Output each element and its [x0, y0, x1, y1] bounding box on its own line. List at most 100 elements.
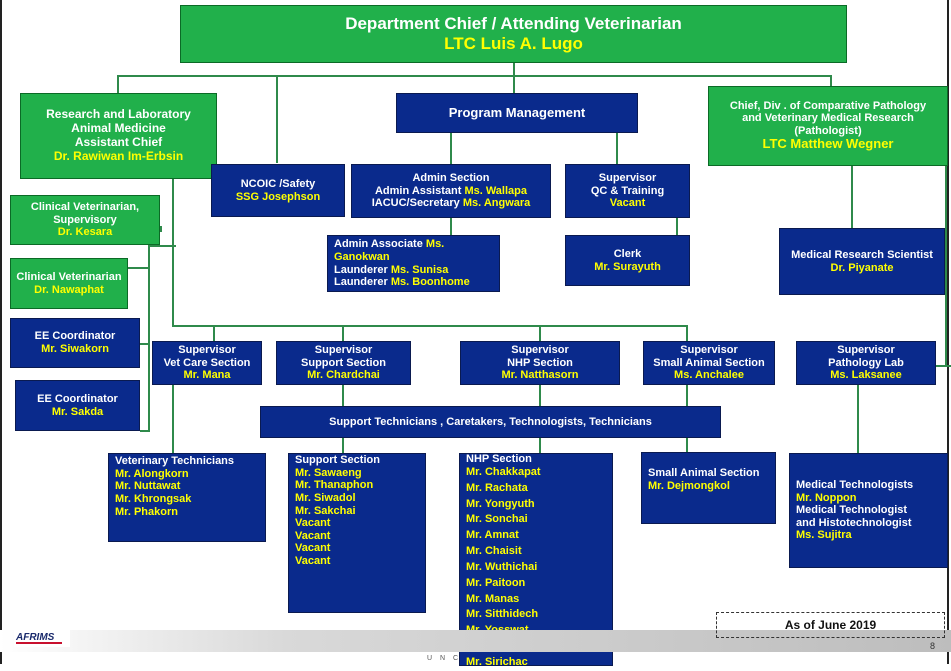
med-tech-name: Mr. Noppon	[796, 491, 857, 504]
connector	[686, 325, 688, 341]
connector	[857, 384, 859, 454]
classification-watermark: U N C	[427, 655, 462, 662]
connector	[450, 132, 452, 164]
admin-assistant-label: Admin Assistant	[374, 184, 462, 197]
connector	[539, 437, 541, 454]
supervisor-support-box: Supervisor Support Section Mr. Chardchai	[276, 341, 411, 385]
med-tech-name: Ms. Sujitra	[796, 529, 852, 542]
as-of-date: As of June 2019	[716, 612, 945, 638]
connector	[342, 437, 344, 454]
connector	[830, 75, 832, 93]
ncoic-title: NCOIC /Safety	[240, 177, 316, 190]
connector	[117, 75, 831, 77]
veterinary-technicians-box: Veterinary Technicians Mr. Alongkorn Mr.…	[108, 453, 266, 542]
connector	[945, 93, 947, 367]
clin-vet-name: Dr. Nawaphat	[34, 283, 104, 296]
connector	[342, 384, 344, 406]
nhp-member-name: Mr. Paitoon	[466, 576, 526, 589]
mrs-name: Dr. Piyanate	[830, 261, 894, 274]
connector	[513, 75, 515, 93]
connector	[513, 62, 515, 76]
vet-techs-title: Veterinary Technicians	[115, 455, 235, 467]
ee1-title: EE Coordinator	[34, 330, 116, 343]
clinical-vet-box: Clinical Veterinarian Dr. Nawaphat	[10, 258, 128, 309]
clerk-name: Mr. Surayuth	[594, 260, 661, 273]
support-member-name: Vacant	[295, 555, 331, 568]
ee1-name: Mr. Siwakorn	[41, 343, 109, 355]
admin-section-row: Admin Assistant Ms. Wallapa	[375, 185, 527, 198]
clin-sup-line: Clinical Veterinarian,	[30, 201, 140, 214]
pathology-title-line: and Veterinary Medical Research	[742, 112, 914, 125]
admin-section-title: Admin Section	[412, 172, 490, 185]
pathology-title-line: (Pathologist)	[794, 124, 862, 137]
sup-vet-sub: Vet Care Section	[163, 356, 251, 369]
nhp-member-name: Mr. Manas	[466, 592, 520, 605]
support-member-name: Mr. Thanaphon	[295, 479, 374, 492]
supervisor-pathology-box: Supervisor Pathology Lab Ms. Laksanee	[796, 341, 936, 385]
med-tech-line: and Histotechnologist	[796, 516, 912, 529]
small-section-title: Small Animal Section	[648, 467, 760, 479]
sup-nhp-name: Mr. Natthasorn	[501, 369, 579, 382]
connector	[117, 75, 119, 93]
nhp-section-title: NHP Section	[466, 453, 532, 465]
support-section-title: Support Section	[295, 454, 380, 466]
qc-name: Vacant	[609, 197, 646, 210]
research-title-line: Research and Laboratory	[46, 107, 191, 122]
ee2-name: Mr. Sakda	[51, 405, 104, 418]
support-member-name: Vacant	[295, 542, 331, 555]
connector	[539, 325, 541, 341]
support-member-name: Mr. Sakchai	[295, 504, 356, 517]
connector	[172, 178, 174, 326]
connector	[276, 75, 278, 163]
medical-technologists-box: Medical Technologists Mr. Noppon Medical…	[789, 453, 948, 568]
page-number: 8	[930, 641, 936, 651]
vet-tech-name: Mr. Khrongsak	[115, 492, 192, 505]
connector	[342, 325, 344, 341]
launderer-row: Launderer Ms. Sunisa	[334, 264, 448, 277]
program-management-title: Program Management	[448, 104, 586, 120]
department-chief-name: LTC Luis A. Lugo	[444, 34, 583, 53]
admin-assistant-name: Ms. Wallapa	[464, 184, 527, 197]
sup-nhp-title: Supervisor	[511, 344, 569, 357]
vet-tech-name: Mr. Nuttawat	[115, 480, 181, 493]
footer-bar	[0, 630, 951, 652]
research-title-line: Animal Medicine	[71, 121, 166, 136]
launderer-name: Ms. Sunisa	[390, 263, 449, 276]
connector	[148, 245, 150, 431]
connector	[936, 365, 951, 367]
nhp-member-name: Mr. Amnat	[466, 529, 519, 542]
launderer-row: Launderer Ms. Boonhome	[334, 276, 470, 289]
sup-small-sub: Small Animal Section	[653, 356, 765, 369]
ee-coordinator-box: EE Coordinator Mr. Sakda	[15, 380, 140, 431]
connector	[676, 217, 678, 235]
admin-associate-box: Admin Associate Ms. Ganokwan Launderer M…	[327, 235, 500, 292]
program-management-box: Program Management	[396, 93, 638, 133]
department-chief-title: Department Chief / Attending Veterinaria…	[345, 14, 682, 34]
small-section-name: Mr. Dejmongkol	[648, 479, 730, 492]
launderer-label: Launderer	[334, 276, 388, 289]
iacuc-name: Ms. Angwara	[462, 197, 531, 210]
nhp-member-name: Mr. Chaisit	[466, 545, 522, 558]
supervisor-small-animal-box: Supervisor Small Animal Section Ms. Anch…	[643, 341, 775, 385]
afrims-logo: AFRIMS	[14, 629, 70, 647]
sup-support-title: Supervisor	[314, 344, 373, 357]
mrs-title: Medical Research Scientist	[791, 248, 933, 261]
qc-training-box: Supervisor QC & Training Vacant	[565, 164, 690, 218]
nhp-member-name: Mr. Rachata	[466, 481, 528, 494]
connector	[450, 217, 452, 235]
ee-coordinator-box: EE Coordinator Mr. Siwakorn	[10, 318, 140, 368]
connector	[128, 267, 150, 269]
research-name: Dr. Rawiwan Im-Erbsin	[53, 148, 184, 163]
sup-small-title: Supervisor	[680, 344, 738, 357]
connector	[148, 245, 176, 247]
pathology-title-line: Chief, Div . of Comparative Pathology	[729, 99, 927, 112]
launderer-name: Ms. Boonhome	[390, 276, 470, 289]
connector	[616, 132, 618, 164]
sup-path-title: Supervisor	[837, 344, 895, 357]
qc-sub: QC & Training	[590, 184, 665, 197]
support-member-name: Vacant	[295, 517, 331, 530]
svg-text:AFRIMS: AFRIMS	[15, 632, 55, 643]
nhp-member-name: Mr. Sonchai	[466, 513, 528, 526]
connector	[172, 384, 174, 454]
